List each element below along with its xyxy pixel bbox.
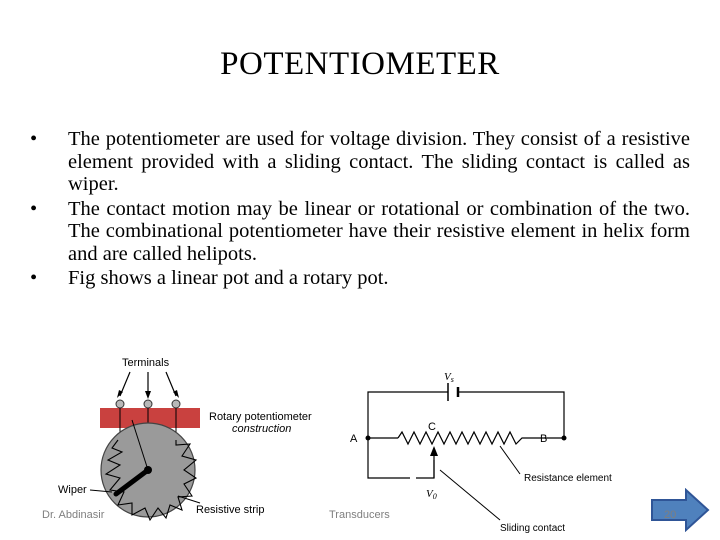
page-number: 20 (664, 509, 677, 521)
arrow-heads (117, 390, 179, 399)
v0-label: V0 (426, 488, 437, 501)
element-pointer (499, 445, 521, 475)
right-arrow-icon (651, 488, 710, 532)
c-label: C (428, 421, 436, 433)
bullet-text: Fig shows a linear pot and a rotary pot. (68, 267, 389, 289)
bullet-list: • The potentiometer are used for voltage … (30, 128, 690, 292)
strip-label: Resistive strip (196, 504, 264, 516)
strip-pointer (177, 495, 201, 504)
bullet-item: • Fig shows a linear pot and a rotary pot… (30, 267, 690, 290)
a-label: A (350, 433, 358, 445)
terminal-b-dot (561, 435, 567, 441)
terminal-pins (115, 399, 181, 409)
slide-title: POTENTIOMETER (220, 46, 500, 82)
slider-arrow-head (430, 446, 438, 456)
bullet-text: The potentiometer are used for voltage d… (68, 128, 690, 195)
b-label: B (540, 433, 547, 445)
wiper-pointer (89, 489, 113, 493)
next-slide-button[interactable] (650, 488, 710, 532)
resistive-strip (104, 439, 198, 522)
terminals-label: Terminals (122, 357, 170, 369)
footer-author: Dr. Abdinasir (42, 509, 105, 521)
footer-topic: Transducers (329, 509, 390, 521)
vs-label: Vs (444, 371, 454, 384)
rotary-pot-figure: Terminals Ro (58, 357, 312, 522)
resistance-element-label: Resistance element (524, 473, 612, 484)
construction-label-2: construction (232, 423, 291, 435)
bullet-dot: • (30, 197, 38, 220)
sliding-contact-label: Sliding contact (500, 523, 565, 534)
bullet-dot: • (30, 267, 38, 289)
bullet-item: • The potentiometer are used for voltage … (30, 128, 690, 196)
circuit-wires (367, 391, 565, 479)
pot-housing (100, 408, 200, 428)
bullet-item: • The contact motion may be linear or rot… (30, 198, 690, 266)
construction-label-1: Rotary potentiometer (209, 411, 312, 423)
terminal-a-dot (365, 435, 371, 441)
bullet-text: The contact motion may be linear or rota… (68, 197, 690, 265)
wiper-lead (131, 419, 149, 471)
linear-pot-figure: Vs C A B V0 Resistance element Sliding c… (350, 371, 612, 534)
bullet-dot: • (30, 128, 38, 150)
wiper-arm (113, 467, 151, 497)
sliding-pointer (439, 469, 501, 521)
wiper-label: Wiper (58, 484, 87, 496)
